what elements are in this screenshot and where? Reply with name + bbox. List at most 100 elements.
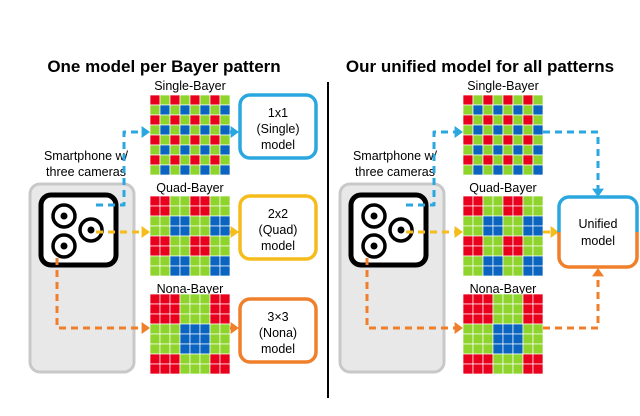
bayer-cell — [492, 255, 504, 267]
bayer-cell — [209, 124, 221, 136]
bayer-cell — [189, 343, 201, 355]
left-quad-label: Quad-Bayer — [156, 181, 223, 195]
bayer-cell — [492, 144, 504, 156]
bayer-cell — [209, 245, 221, 257]
bayer-cell — [159, 293, 171, 305]
bayer-cell — [522, 225, 534, 237]
bayer-cell — [189, 114, 201, 126]
bayer-cell — [522, 104, 534, 116]
bayer-cell — [482, 205, 494, 217]
right-nona-label: Nona-Bayer — [470, 282, 537, 296]
bayer-cell — [522, 124, 534, 136]
bayer-cell — [179, 245, 191, 257]
bayer-cell — [492, 195, 504, 207]
camera-lens-center — [60, 242, 68, 250]
arrow-head — [592, 188, 604, 197]
arrow-head — [141, 226, 150, 238]
camera-lens-center — [370, 212, 378, 220]
bayer-cell — [462, 94, 474, 106]
arrow-head — [454, 126, 463, 138]
bayer-cell — [219, 343, 231, 355]
bayer-cell — [532, 124, 544, 136]
bayer-cell — [159, 265, 171, 277]
bayer-cell — [149, 363, 161, 375]
quad-model-box — [238, 194, 318, 261]
bayer-cell — [189, 134, 201, 146]
bayer-cell — [209, 353, 221, 365]
bayer-cell — [179, 195, 191, 207]
bayer-cell — [482, 353, 494, 365]
flow-arrows — [55, 126, 604, 334]
bayer-cell — [492, 353, 504, 365]
bayer-cell — [492, 205, 504, 217]
dashed-connector — [96, 130, 144, 207]
bayer-cell — [219, 225, 231, 237]
arrow-head — [550, 226, 559, 238]
bayer-cell — [179, 154, 191, 166]
bayer-cell — [462, 245, 474, 257]
bayer-cell — [492, 245, 504, 257]
bayer-cell — [512, 215, 524, 227]
bayer-cell — [502, 215, 514, 227]
bayer-cell — [522, 195, 534, 207]
bayer-cell — [502, 154, 514, 166]
bayer-cell — [532, 343, 544, 355]
bayer-cell — [462, 164, 474, 176]
bayer-cell — [512, 124, 524, 136]
bayer-cell — [472, 114, 484, 126]
bayer-cell — [179, 363, 191, 375]
bayer-cell — [169, 225, 181, 237]
bayer-cell — [219, 94, 231, 106]
bayer-cell — [522, 94, 534, 106]
bayer-cell — [149, 164, 161, 176]
bayer-cell — [209, 235, 221, 247]
bayer-cell — [209, 343, 221, 355]
bayer-cell — [532, 293, 544, 305]
arrow-head — [141, 322, 150, 334]
bayer-cell — [482, 225, 494, 237]
bayer-cell — [512, 144, 524, 156]
bayer-cell — [482, 333, 494, 345]
bayer-cell — [462, 235, 474, 247]
bayer-cell — [199, 134, 211, 146]
bayer-cell — [522, 235, 534, 247]
bayer-cell — [512, 323, 524, 335]
bayer-cell — [159, 323, 171, 335]
bayer-cell — [532, 363, 544, 375]
bayer-cell — [502, 245, 514, 257]
bayer-cell — [169, 154, 181, 166]
bayer-cell — [149, 215, 161, 227]
bayer-cell — [179, 255, 191, 267]
bayer-cell — [159, 235, 171, 247]
bayer-cell — [169, 343, 181, 355]
quad-model-line1: 2x2 — [268, 207, 288, 221]
right-quad-bayer-grid — [462, 195, 544, 277]
quad-model-line3: model — [261, 239, 295, 253]
bayer-cell — [159, 313, 171, 325]
bayer-cell — [149, 154, 161, 166]
bayer-cell — [532, 94, 544, 106]
bayer-cell — [159, 363, 171, 375]
single-model-box — [238, 93, 318, 160]
bayer-cell — [159, 333, 171, 345]
bayer-cell — [502, 164, 514, 176]
bayer-cell — [532, 154, 544, 166]
bayer-cell — [492, 293, 504, 305]
bayer-cell — [219, 265, 231, 277]
bayer-cell — [169, 215, 181, 227]
bayer-cell — [219, 303, 231, 315]
bayer-cell — [149, 104, 161, 116]
bayer-cell — [219, 245, 231, 257]
bayer-cell — [189, 215, 201, 227]
bayer-cell — [209, 313, 221, 325]
bayer-cell — [189, 265, 201, 277]
bayer-cell — [512, 293, 524, 305]
bayer-cell — [462, 195, 474, 207]
bayer-cell — [482, 235, 494, 247]
bayer-cell — [149, 235, 161, 247]
nona-model-line2: (Nona) — [259, 326, 297, 340]
bayer-cell — [159, 215, 171, 227]
dashed-connector — [543, 130, 600, 190]
bayer-cell — [179, 235, 191, 247]
bayer-cell — [199, 104, 211, 116]
